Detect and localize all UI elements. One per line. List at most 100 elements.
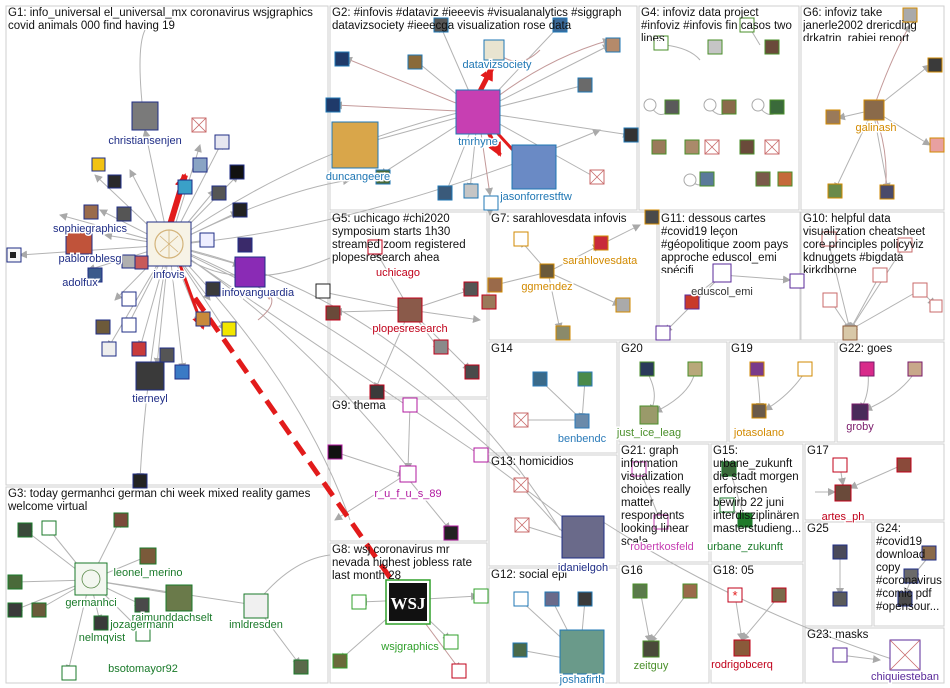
node-label-halo: duncangeere (326, 171, 390, 183)
edge (729, 469, 747, 521)
node (95, 319, 111, 335)
node-label-chiquiesteban[interactable]: chiquiesteban (871, 671, 939, 683)
group-box-g8 (329, 542, 488, 684)
node-label-leonel-merino[interactable]: leonel_merino (113, 567, 182, 579)
group-title-g3: G3: today germanhci german chi week mixe… (8, 488, 311, 513)
node (41, 520, 57, 536)
node-label-infovis[interactable]: infovis (153, 269, 185, 281)
node-raimunddachselt (165, 584, 193, 612)
node-label-bsotomayor92[interactable]: bsotomayor92 (108, 663, 178, 675)
node-label-artes-ph[interactable]: artes_ph (822, 511, 865, 523)
node (822, 292, 838, 308)
node (101, 341, 117, 357)
node (615, 297, 631, 313)
node (481, 294, 497, 310)
node-label-zeitguy[interactable]: zeitguy (634, 660, 669, 672)
node-label-halo: rodrigobcerq (711, 659, 773, 671)
group-title-g25: G25 (807, 523, 829, 535)
node-label-duncangeere[interactable]: duncangeere (326, 171, 390, 183)
group-title-g15: G15: urbane_zukunft die stadt morgen erf… (713, 445, 802, 535)
node (879, 184, 895, 200)
edge (849, 244, 906, 331)
node-label-halo: uchicago (376, 267, 420, 279)
edge (834, 109, 874, 191)
node-label-imldresden[interactable]: imldresden (229, 619, 283, 631)
group-box-g22 (836, 341, 945, 443)
edge (547, 244, 601, 273)
node-label-jozagermann[interactable]: jozagermann (109, 619, 174, 631)
node-label-tierneyl[interactable]: tierneyl (132, 393, 167, 405)
node (473, 447, 489, 463)
group-box-g14 (488, 341, 618, 454)
node-imldresden (243, 593, 269, 619)
node-label-ggmendez[interactable]: ggmendez (521, 281, 572, 293)
node-label-halo: eduscol_emi (691, 286, 753, 298)
node-label-germanhci[interactable]: germanhci (65, 597, 116, 609)
node (683, 173, 697, 187)
group-title-g20: G20 (621, 343, 643, 355)
node-label-benbendc[interactable]: benbendc (558, 433, 607, 445)
node-label-halo: sophiegraphics (53, 223, 127, 235)
node (842, 325, 858, 341)
node-label-robertkosfeld[interactable]: robertkosfeld (630, 541, 694, 553)
node-label-just-ice-leag[interactable]: just_ice_leag (616, 427, 681, 439)
node-label-halo: jozagermann (109, 619, 174, 631)
node (83, 204, 99, 220)
node-label-christiansenjen[interactable]: christiansenjen (108, 135, 181, 147)
group-box-g17 (804, 443, 945, 521)
node-label-jotasolano[interactable]: jotasolano (733, 427, 784, 439)
node (195, 311, 211, 327)
node-label-r-u-f-u-s-89[interactable]: r_u_f_u_s_89 (374, 488, 441, 500)
nodes[interactable]: WSJ * (6, 7, 945, 681)
node-label-rodrigobcerq[interactable]: rodrigobcerq (711, 659, 773, 671)
edge (721, 274, 791, 284)
node (682, 583, 698, 599)
edge (849, 465, 901, 489)
node-label-urbane-zukunft[interactable]: urbane_zukunft (707, 541, 783, 553)
node-label-idanielgoh[interactable]: idanielgoh (558, 562, 608, 574)
node-jozagermann (134, 597, 150, 613)
node-label-pabloroblesg[interactable]: pabloroblesg (59, 253, 122, 265)
node-nelmqvist (93, 615, 109, 631)
node (929, 299, 943, 313)
node-label-adolfux[interactable]: adolfux (62, 277, 98, 289)
node (293, 659, 309, 675)
node-label-joshafirth[interactable]: joshafirth (559, 674, 605, 686)
node-label-uchicago[interactable]: uchicago (376, 267, 420, 279)
node (632, 583, 648, 599)
node-groby (851, 403, 869, 421)
node-label-halo: jotasolano (733, 427, 784, 439)
node (10, 252, 16, 258)
node-label-galinash[interactable]: galinash (856, 122, 897, 134)
node-label-infovanguardia[interactable]: infovanguardia (222, 287, 295, 299)
node-label-datavizsociety[interactable]: datavizsociety (462, 59, 532, 71)
node-label-plopesresearch[interactable]: plopesresearch (372, 323, 447, 335)
node (832, 591, 848, 607)
node (639, 361, 655, 377)
node (121, 254, 136, 269)
node-christiansenjen (131, 101, 159, 131)
node-label-halo: joshafirth (559, 674, 605, 686)
node-label-groby[interactable]: groby (846, 421, 874, 433)
node-label-halo: infovanguardia (222, 287, 295, 299)
node-label-sophiegraphics[interactable]: sophiegraphics (53, 223, 127, 235)
node (211, 185, 227, 201)
node (927, 57, 943, 73)
node-label-sarahlovesdata[interactable]: sarahlovesdata (563, 255, 638, 267)
node-label-halo: groby (846, 421, 874, 433)
node-label-tmrhyne[interactable]: tmrhyne (458, 136, 498, 148)
group-title-g10: G10: helpful data visualization cheatshe… (803, 213, 926, 273)
edge (639, 469, 662, 521)
node-label-nelmqvist[interactable]: nelmqvist (79, 632, 125, 644)
node-label-eduscol-emi[interactable]: eduscol_emi (691, 286, 753, 298)
node-label-halo: ggmendez (521, 281, 572, 293)
node-label-wsjgraphics[interactable]: wsjgraphics (380, 641, 439, 653)
node-label-halo: r_u_f_u_s_89 (374, 488, 441, 500)
node-sarahlovesdata (593, 235, 609, 251)
node-label-jasonforrestftw[interactable]: jasonforrestftw (499, 191, 572, 203)
edge (374, 309, 411, 391)
node-label-raimunddachselt[interactable]: raimunddachselt (132, 612, 213, 624)
node-label-halo: wsjgraphics (380, 641, 439, 653)
node-galinash (863, 99, 885, 121)
node (437, 185, 453, 201)
